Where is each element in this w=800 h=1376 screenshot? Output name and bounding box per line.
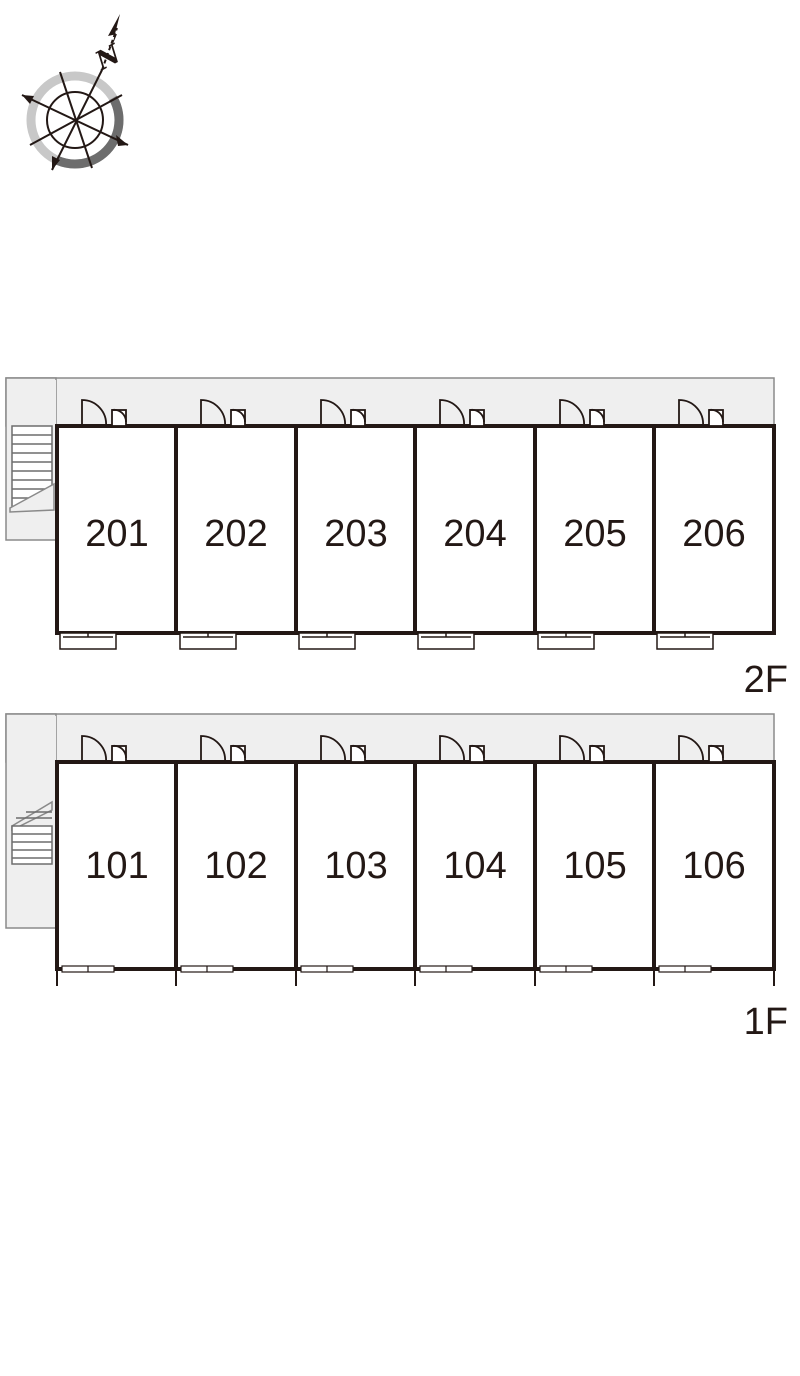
door-203 — [320, 399, 366, 427]
unit-206-label: 206 — [682, 513, 745, 555]
compass-north-label: N — [90, 39, 127, 78]
door-102 — [200, 735, 246, 763]
units-2f — [55, 424, 776, 635]
floor-2f: 201 202 203 204 205 206 2F — [5, 377, 788, 701]
doors-1f — [81, 735, 724, 763]
unit-104-label: 104 — [443, 845, 506, 887]
unit-105-label: 105 — [563, 845, 626, 887]
floor-label-1f: 1F — [744, 1001, 788, 1043]
unit-205-label: 205 — [563, 513, 626, 555]
windows-1f — [61, 965, 712, 973]
door-103 — [320, 735, 366, 763]
door-202 — [200, 399, 246, 427]
unit-203-label: 203 — [324, 513, 387, 555]
doors-2f — [81, 399, 724, 427]
unit-102-label: 102 — [204, 845, 267, 887]
door-201 — [81, 399, 127, 427]
door-206 — [678, 399, 724, 427]
door-104 — [439, 735, 485, 763]
unit-101-label: 101 — [85, 845, 148, 887]
compass-rose-icon: N — [21, 14, 129, 171]
wall-ticks-1f — [56, 969, 775, 986]
door-105 — [559, 735, 605, 763]
door-101 — [81, 735, 127, 763]
unit-204-label: 204 — [443, 513, 506, 555]
unit-106-label: 106 — [682, 845, 745, 887]
door-106 — [678, 735, 724, 763]
floor-1f: 101 102 103 104 105 106 1F — [5, 713, 788, 1043]
staircase-1f — [11, 800, 53, 865]
floor-label-2f: 2F — [744, 659, 788, 701]
corridor-1f — [5, 713, 775, 763]
unit-202-label: 202 — [204, 513, 267, 555]
staircase-2f — [9, 425, 55, 513]
units-1f — [55, 760, 776, 971]
unit-103-label: 103 — [324, 845, 387, 887]
door-205 — [559, 399, 605, 427]
balconies-2f — [59, 632, 714, 650]
door-204 — [439, 399, 485, 427]
unit-201-label: 201 — [85, 513, 148, 555]
